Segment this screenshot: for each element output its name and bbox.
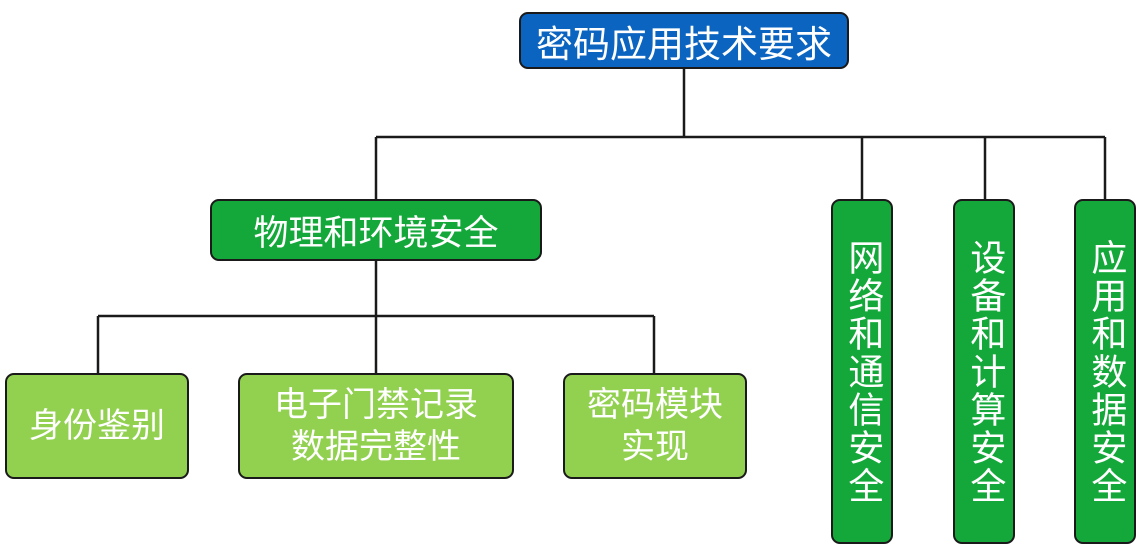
app-data-node: 应用和数据安全 [1074,199,1136,544]
identity-auth-node: 身份鉴别 [5,373,189,479]
network-comm-label: 网络和通信安全 [842,238,884,505]
access-record-integrity-label: 电子门禁记录 数据完整性 [274,384,478,468]
root-node-label: 密码应用技术要求 [536,22,832,66]
access-record-integrity-node: 电子门禁记录 数据完整性 [238,373,514,479]
device-compute-node: 设备和计算安全 [953,199,1015,544]
network-comm-node: 网络和通信安全 [831,199,893,544]
identity-auth-label: 身份鉴别 [29,405,165,446]
device-compute-label: 设备和计算安全 [964,238,1006,505]
app-data-label: 应用和数据安全 [1085,238,1127,505]
crypto-module-label: 密码模块 实现 [587,384,723,468]
root-node: 密码应用技术要求 [519,12,849,69]
physical-environment-node: 物理和环境安全 [210,199,542,261]
physical-environment-label: 物理和环境安全 [253,213,499,254]
crypto-module-node: 密码模块 实现 [563,373,747,479]
